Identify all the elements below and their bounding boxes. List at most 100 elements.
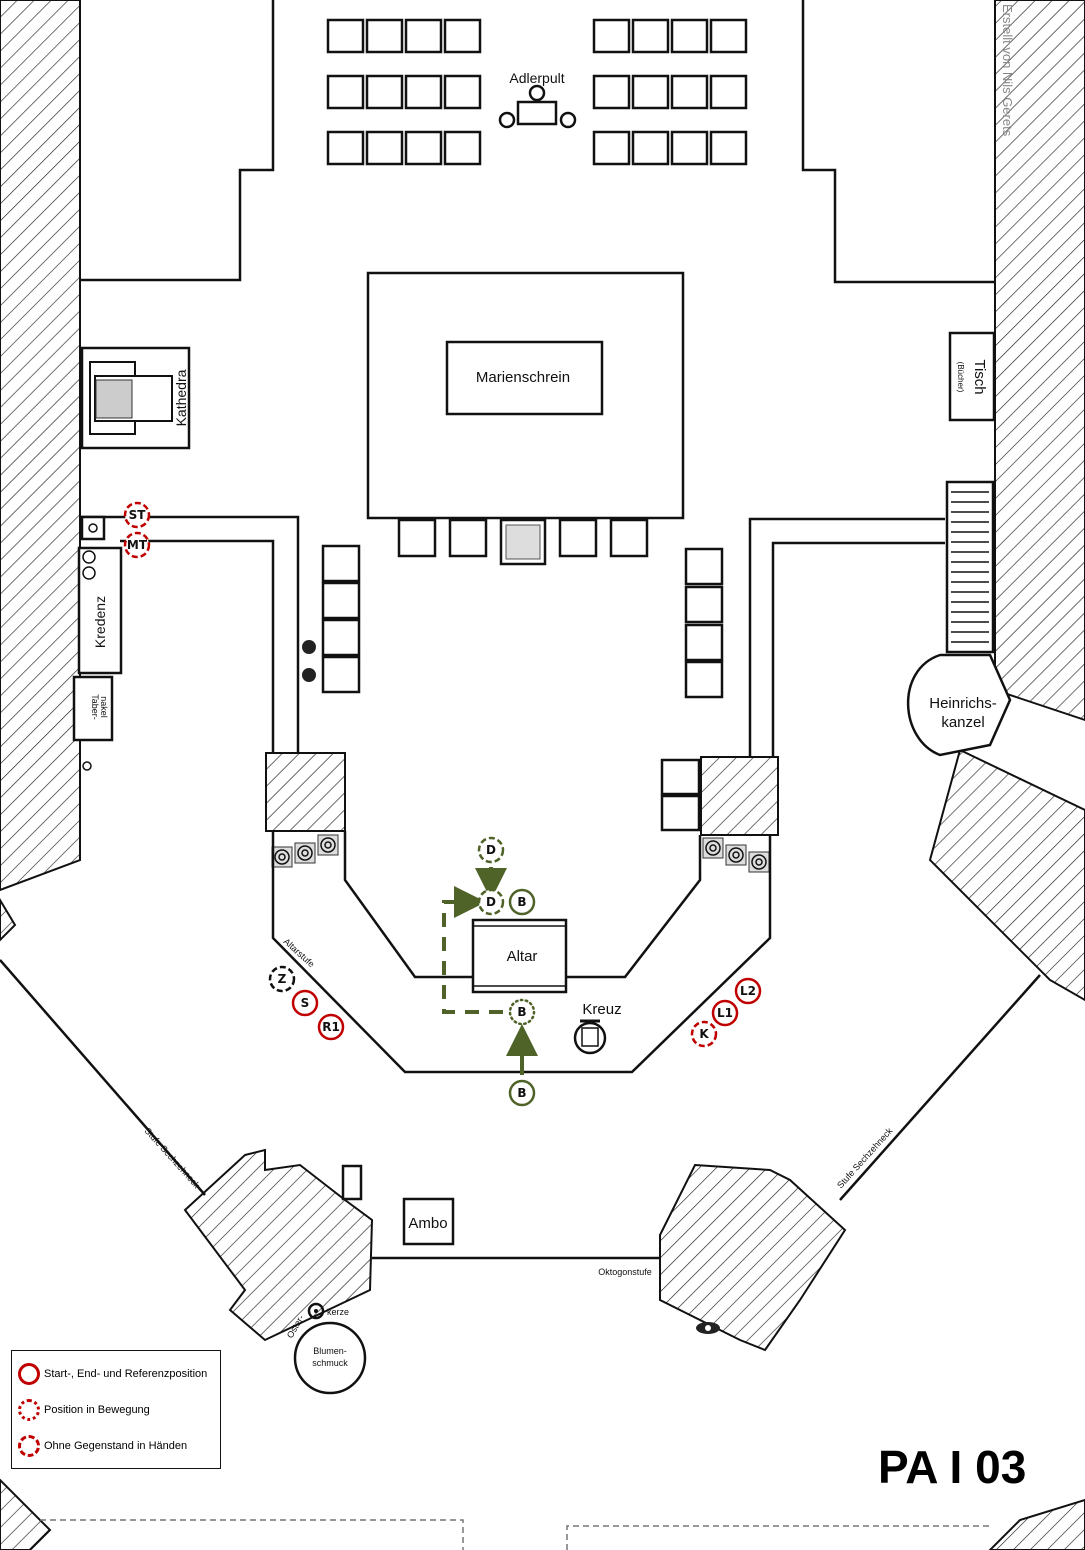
pew	[443, 74, 482, 110]
legend-item-solid: Start-, End- und Referenzposition	[18, 1359, 207, 1389]
pew	[709, 18, 748, 54]
osterkerze-label-2: kerze	[327, 1307, 349, 1317]
pew	[670, 130, 709, 166]
tisch-sub-label: (Bücher)	[956, 362, 965, 393]
pew	[592, 74, 631, 110]
marker-label: L2	[740, 984, 756, 998]
kredenz	[77, 546, 123, 675]
marienschrein-label: Marienschrein	[476, 369, 570, 386]
tisch	[948, 331, 996, 422]
marker-label: K	[699, 1027, 709, 1041]
pew	[365, 18, 404, 54]
stair-steps	[951, 491, 989, 643]
chair	[321, 655, 361, 694]
pew	[592, 130, 631, 166]
tisch-label: Tisch	[971, 359, 988, 394]
movement-paths	[442, 867, 538, 1075]
chairs-front	[397, 518, 649, 566]
dashed-circle-icon	[18, 1435, 40, 1457]
dotted-circle-icon	[18, 1399, 40, 1421]
marienschrein	[445, 340, 604, 416]
stufe-right-label: Stufe Sechzehneck	[835, 1125, 895, 1190]
candle-icon	[294, 842, 316, 864]
legend-label: Ohne Gegenstand in Händen	[44, 1440, 188, 1452]
adlerpult-icon	[498, 84, 577, 129]
pew	[670, 18, 709, 54]
legend-label: Start-, End- und Referenzposition	[44, 1368, 208, 1380]
marker-s: S	[291, 989, 319, 1017]
credit-text: Erstellt von Nils Gerets	[1000, 4, 1015, 137]
marker-d-start: D	[477, 836, 505, 864]
chair	[321, 581, 361, 620]
marker-label: MT	[127, 538, 148, 552]
wall-left	[0, 0, 81, 892]
chair	[684, 547, 724, 586]
pew	[709, 130, 748, 166]
chair	[684, 623, 724, 662]
staircase	[945, 480, 995, 654]
pillar-bottom-right	[659, 1163, 847, 1352]
wall-right	[994, 0, 1085, 722]
wall-left-aisle	[80, 515, 300, 753]
choir-wall-left	[80, 0, 275, 282]
ambo-label: Ambo	[408, 1215, 447, 1232]
marker-label: B	[517, 895, 526, 909]
marker-b-moving: B	[508, 998, 536, 1026]
marker-label: S	[301, 996, 310, 1010]
chair	[321, 544, 361, 583]
kreuz-icon	[573, 1019, 607, 1055]
pew	[631, 74, 670, 110]
pew	[631, 18, 670, 54]
marker-label: L1	[717, 1006, 733, 1020]
pew	[709, 74, 748, 110]
candle-stands	[271, 834, 770, 873]
candle-icon	[271, 846, 293, 868]
marker-mt: MT	[123, 531, 151, 559]
kreuz-label: Kreuz	[582, 1001, 621, 1018]
tabernakel-label-2: nakel	[99, 696, 109, 718]
pew	[365, 74, 404, 110]
candle-icon	[702, 837, 724, 859]
marker-label: B	[517, 1005, 526, 1019]
heinrichskanzel-label-1: Heinrichs-	[929, 695, 997, 712]
marker-d-end: D	[477, 888, 505, 916]
kredenz-small	[80, 515, 106, 541]
blumen-label-2: schmuck	[312, 1358, 348, 1368]
pew	[631, 130, 670, 166]
wall-bottom-right-corner	[988, 1498, 1085, 1550]
oktogonstufe-label: Oktogonstufe	[598, 1267, 652, 1277]
chair	[684, 585, 724, 624]
candle-icon	[748, 851, 770, 873]
osterkerze-icon	[307, 1302, 325, 1320]
marker-b-start: B	[508, 1079, 536, 1107]
pew	[326, 18, 365, 54]
pew	[443, 130, 482, 166]
candle-icon	[317, 834, 339, 856]
flower-icons	[302, 640, 316, 682]
adlerpult-label: Adlerpult	[509, 70, 564, 86]
marker-label: B	[517, 1086, 526, 1100]
stufe-sechzehneck-left	[0, 959, 206, 1196]
kredenz-label: Kredenz	[92, 596, 108, 648]
pew	[404, 130, 443, 166]
marker-label: R1	[322, 1020, 340, 1034]
side-chairs	[321, 544, 724, 699]
marker-label: D	[486, 895, 496, 909]
choir-wall-right	[801, 0, 995, 284]
tabernakel-label-1: Taber-	[90, 694, 100, 720]
pew	[365, 130, 404, 166]
legend: Start-, End- und Referenzposition Positi…	[11, 1350, 221, 1469]
heinrichskanzel-label-2: kanzel	[941, 714, 984, 731]
altar	[471, 918, 568, 994]
pew	[404, 18, 443, 54]
chair	[684, 660, 724, 699]
stufe-left-label: Stufe Sechzehneck	[143, 1126, 203, 1191]
pillar-right-altar	[700, 756, 779, 836]
eye-icon	[696, 1322, 720, 1334]
pillar-left-altar	[265, 752, 346, 832]
marker-label: Z	[278, 972, 287, 986]
stufe-sechzehneck-right	[839, 974, 1041, 1201]
kathedra-label: Kathedra	[173, 369, 189, 426]
